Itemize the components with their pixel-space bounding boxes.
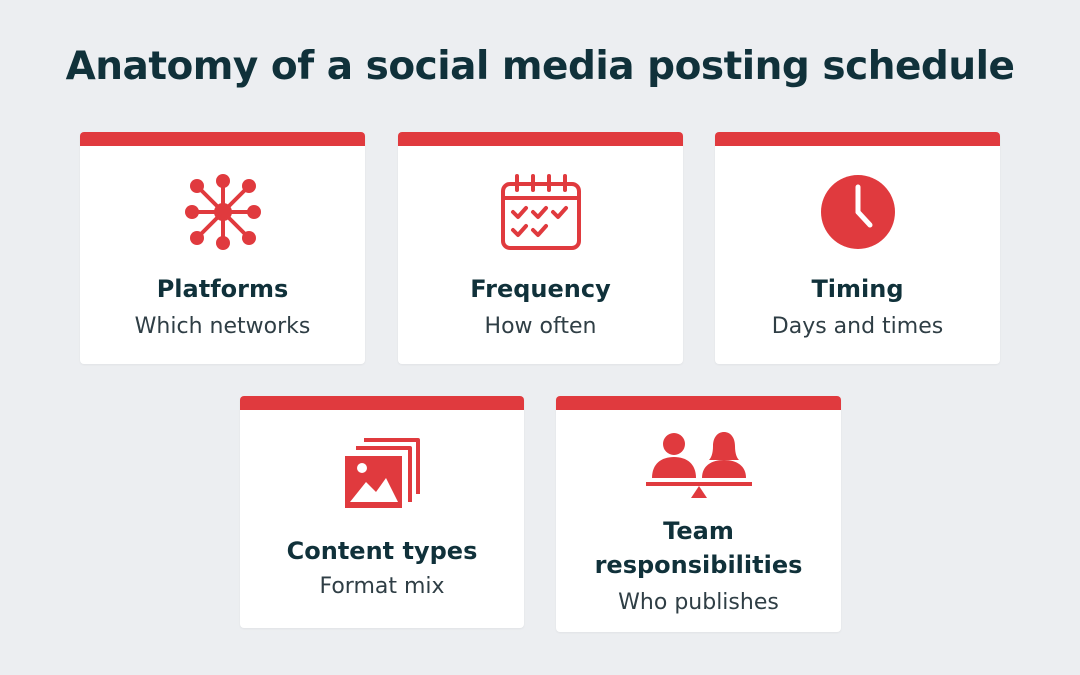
card-description: Who publishes [618, 590, 779, 615]
page-title: Anatomy of a social media posting schedu… [65, 44, 1015, 89]
image-stack-icon [342, 434, 422, 518]
card-title: Frequency [470, 275, 611, 303]
card-description: How often [484, 314, 597, 339]
card-description: Days and times [771, 314, 944, 339]
card-frequency: Frequency How often [398, 132, 683, 364]
card-accent-bar [80, 132, 365, 146]
card-accent-bar [556, 396, 841, 410]
card-accent-bar [240, 396, 524, 410]
card-description: Format mix [319, 574, 445, 599]
card-title: Timing [811, 275, 904, 303]
team-balance-icon [644, 428, 754, 512]
card-accent-bar [398, 132, 683, 146]
card-team-responsibilities: Team responsibilities Who publishes [556, 396, 841, 632]
card-accent-bar [715, 132, 1000, 146]
calendar-check-icon [499, 172, 583, 256]
card-description: Which networks [134, 314, 311, 339]
card-content-types: Content types Format mix [240, 396, 524, 628]
clock-icon [818, 172, 898, 256]
card-platforms: Platforms Which networks [80, 132, 365, 364]
card-title: Content types [286, 537, 478, 565]
card-timing: Timing Days and times [715, 132, 1000, 364]
card-title: Platforms [156, 275, 289, 303]
network-hub-icon [183, 172, 263, 256]
card-title: Team responsibilities [594, 517, 803, 579]
